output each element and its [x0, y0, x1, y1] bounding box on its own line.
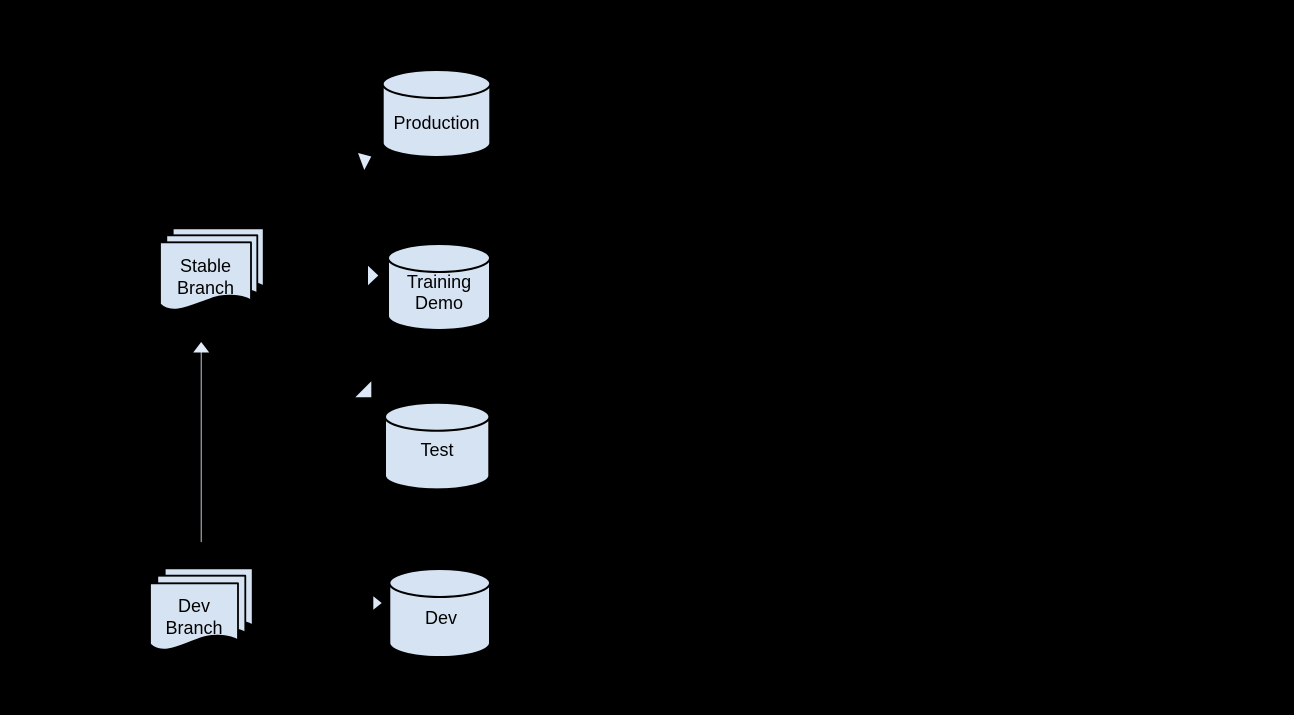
- label-line: Production: [393, 113, 480, 133]
- label-stable-branch: Stable Branch: [155, 255, 256, 299]
- node-training-demo-shape: [387, 243, 491, 331]
- arrowhead-to-test-icon: [355, 381, 372, 398]
- label-line: Dev: [424, 608, 457, 628]
- cylinder-top: [381, 69, 492, 99]
- arrowhead-to-training-demo-icon: [368, 265, 379, 286]
- node-test-shape: [384, 401, 491, 491]
- label-line: Test: [420, 440, 454, 460]
- label-line: Branch: [165, 618, 223, 638]
- edge-dev-branch-to-stable-branch: [193, 342, 210, 542]
- cylinder-top: [388, 568, 492, 598]
- node-dev-branch-shape: [149, 567, 254, 651]
- cylinder-top: [384, 401, 491, 432]
- document-sheet-front: [159, 241, 252, 311]
- label-dev: Dev: [381, 608, 501, 629]
- label-line: Demo: [414, 293, 463, 313]
- arrowhead-to-production-icon: [358, 153, 372, 170]
- up-arrowhead-icon: [193, 342, 210, 353]
- label-line: Dev: [177, 596, 210, 616]
- node-production-shape: [381, 69, 492, 158]
- label-dev-branch: Dev Branch: [144, 595, 244, 639]
- cylinder-top: [387, 243, 491, 273]
- label-test: Test: [377, 440, 497, 461]
- node-stable-branch-shape: [159, 227, 265, 311]
- label-line: Branch: [176, 278, 235, 298]
- label-line: Training: [406, 272, 472, 292]
- label-training-demo: Training Demo: [379, 272, 499, 314]
- node-dev-shape: [388, 568, 492, 658]
- document-sheet-front: [149, 582, 239, 651]
- label-production: Production: [376, 113, 497, 134]
- label-line: Stable: [179, 256, 232, 276]
- arrowhead-to-dev-icon: [373, 596, 382, 610]
